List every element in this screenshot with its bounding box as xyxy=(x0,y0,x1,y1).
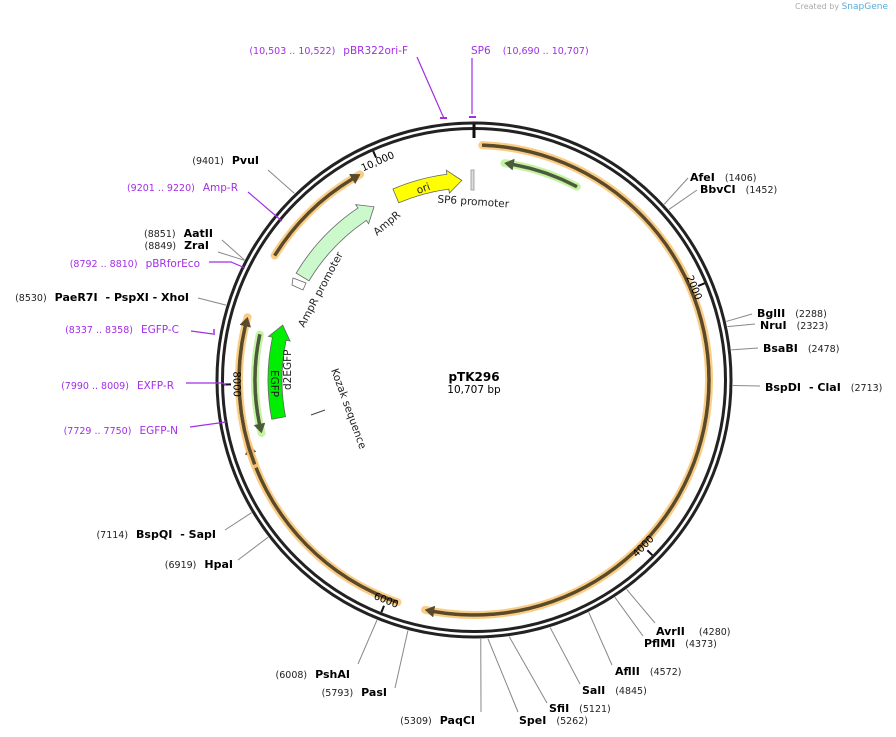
enzyme-site[interactable]: (8851)AatII xyxy=(144,227,213,240)
primer-site[interactable]: (7990 .. 8009)EXFP-R xyxy=(61,380,174,392)
primer-site[interactable]: (8337 .. 8358)EGFP-C xyxy=(65,324,179,336)
enzyme-site[interactable]: (5309)PaqCI xyxy=(400,714,475,727)
tick-label: 8000 xyxy=(230,371,241,397)
tick-label: 6000 xyxy=(372,591,400,611)
tick-mark xyxy=(372,150,377,159)
enzyme-leader-line xyxy=(394,630,409,689)
enzyme-site[interactable]: (8530)PaeR7I- PspXI - XhoI xyxy=(15,291,189,304)
enzyme-site[interactable]: PflMI(4373) xyxy=(644,637,717,650)
sp6-promoter-label[interactable]: SP6 promoter xyxy=(437,194,510,211)
snapgene-credit: Created by SnapGene xyxy=(795,2,888,12)
enzyme-site[interactable]: (6919)HpaI xyxy=(165,558,233,571)
primer-site[interactable]: (8792 .. 8810)pBRforEco xyxy=(70,258,200,270)
primer-leader xyxy=(247,191,283,222)
enzyme-site[interactable]: (6008)PshAI xyxy=(276,668,350,681)
enzyme-leader-line xyxy=(668,189,698,210)
primer-site[interactable]: SP6(10,690 .. 10,707) xyxy=(471,45,589,57)
primer-leader xyxy=(209,261,246,269)
ori-label[interactable]: ori xyxy=(415,181,432,197)
enzyme-site[interactable]: BbvCI(1452) xyxy=(700,183,777,196)
enzyme-leader-line xyxy=(588,612,613,666)
enzyme-site[interactable]: (9401)PvuI xyxy=(192,154,259,167)
enzyme-site[interactable]: (8849)ZraI xyxy=(144,239,209,252)
enzyme-site[interactable]: (5793)PasI xyxy=(322,686,387,699)
enzyme-leader-line xyxy=(197,297,227,306)
enzyme-leader-line xyxy=(731,347,759,351)
enzyme-site[interactable]: (7114)BspQI- SapI xyxy=(96,528,216,541)
enzyme-leader-line xyxy=(221,239,245,261)
enzyme-leader-line xyxy=(508,636,548,704)
enzyme-site[interactable]: SalI(4845) xyxy=(582,684,647,697)
egfp-feature-arrow[interactable] xyxy=(267,324,291,420)
enzyme-leader-line xyxy=(626,588,656,624)
primer-leader xyxy=(416,56,445,119)
enzyme-site[interactable]: AflII(4572) xyxy=(615,665,681,678)
ampr-feature-arrow[interactable] xyxy=(295,204,375,282)
d2egfp-label[interactable]: d2EGFP xyxy=(282,350,294,391)
enzyme-leader-line xyxy=(663,177,689,205)
enzyme-leader-line xyxy=(549,627,581,685)
kozak-marker xyxy=(310,409,326,416)
enzyme-site[interactable]: SfiI(5121) xyxy=(549,702,611,715)
snapgene-logo: SnapGene xyxy=(841,2,888,12)
primer-site[interactable]: (7729 .. 7750)EGFP-N xyxy=(64,425,178,437)
primer-site[interactable]: (10,503 .. 10,522)pBR322ori-F xyxy=(249,45,408,57)
green-feature-arrow[interactable] xyxy=(504,158,578,189)
enzyme-leader-line xyxy=(217,251,245,261)
ampr-promoter-feature[interactable] xyxy=(291,277,307,291)
enzyme-leader-line xyxy=(224,512,252,531)
enzyme-site[interactable]: AvrII(4280) xyxy=(656,625,731,638)
feature-arcs xyxy=(235,141,713,619)
plasmid-name: pTK296 xyxy=(448,370,499,384)
sp6-promoter-feature[interactable] xyxy=(470,169,475,191)
primer-leader xyxy=(186,382,227,386)
feature-halo xyxy=(244,440,402,607)
enzyme-leader-line xyxy=(614,597,644,637)
restriction-sites: AfeI(1406) BbvCI(1452) BglII(2288) NruI(… xyxy=(15,154,882,727)
enzyme-leader-line xyxy=(357,619,378,665)
primer-leader xyxy=(190,330,214,335)
enzyme-leader-line xyxy=(487,638,519,713)
plasmid-length: 10,707 bp xyxy=(447,384,501,396)
enzyme-site[interactable]: NruI(2323) xyxy=(760,319,828,332)
misc-feature-arrow[interactable] xyxy=(424,143,711,618)
enzyme-site[interactable]: BglII(2288) xyxy=(757,307,827,320)
tick-mark xyxy=(646,549,654,556)
misc-feature-arrow[interactable] xyxy=(273,173,361,257)
enzyme-leader-line xyxy=(726,313,753,322)
primer-site[interactable]: (9201 .. 9220)Amp-R xyxy=(127,182,238,194)
enzyme-site[interactable]: BspDI- ClaI(2713) xyxy=(765,381,882,394)
misc-feature-arrow[interactable] xyxy=(237,316,257,466)
enzyme-leader-line xyxy=(267,169,295,194)
egfp-label[interactable]: EGFP xyxy=(268,370,280,397)
enzyme-leader-line xyxy=(727,323,756,328)
ori-feature-arrow[interactable] xyxy=(392,169,463,204)
primer-leader xyxy=(189,421,227,428)
enzyme-site[interactable]: SpeI(5262) xyxy=(519,714,588,727)
backbone-outer xyxy=(215,121,733,639)
enzyme-leader-line xyxy=(237,536,269,561)
enzyme-site[interactable]: BsaBI(2478) xyxy=(763,342,839,355)
ampr-label[interactable]: AmpR xyxy=(371,209,403,238)
tick-mark xyxy=(380,605,385,613)
green-feature-arrow[interactable] xyxy=(253,333,266,434)
kozak-label[interactable]: Kozak sequence xyxy=(328,367,368,451)
leader-lines xyxy=(197,169,761,713)
primer-sites: (10,503 .. 10,522)pBR322ori-F SP6(10,690… xyxy=(61,45,589,437)
enzyme-site[interactable]: AfeI(1406) xyxy=(690,171,756,184)
tick-mark xyxy=(697,282,705,287)
credit-text: Created by xyxy=(795,2,840,11)
